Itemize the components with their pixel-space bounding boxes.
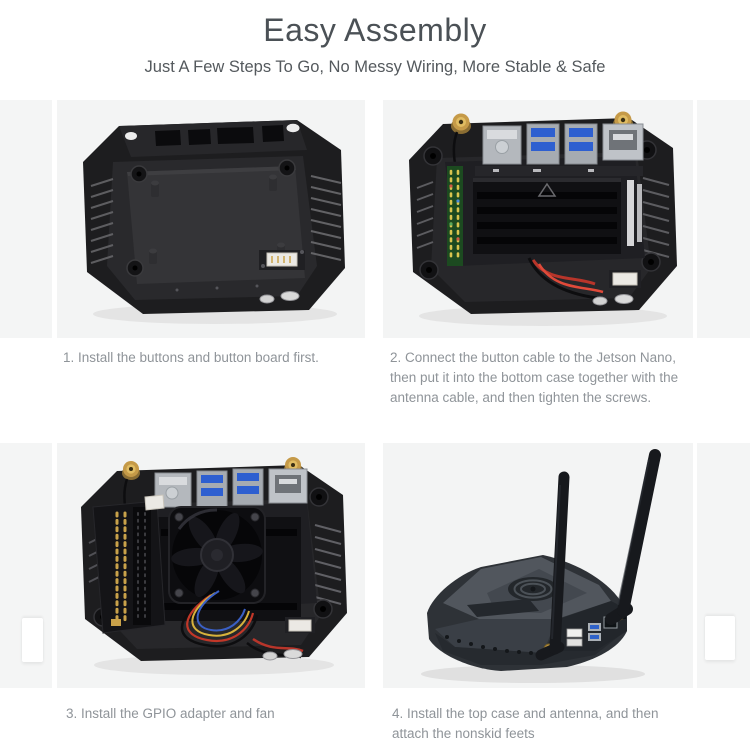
port-row — [154, 468, 308, 508]
front-vent-dots — [445, 635, 533, 655]
assembled-case-illustration — [421, 449, 661, 683]
step-photo-3 — [57, 443, 365, 688]
case-button — [592, 296, 608, 306]
antenna-right — [605, 449, 661, 625]
case-button — [259, 294, 275, 304]
fan-grille — [508, 577, 558, 601]
step-caption-1: 1. Install the buttons and button board … — [63, 350, 319, 365]
edge-card-left — [22, 618, 43, 662]
gpio-adapter-board — [92, 494, 166, 634]
step-caption-2: 2. Connect the button cable to the Jetso… — [390, 350, 679, 405]
port-row — [482, 123, 644, 165]
step-photo-2 — [383, 100, 693, 338]
heatsink — [473, 178, 621, 254]
case-button — [262, 651, 278, 661]
edge-card-right — [705, 616, 735, 660]
page-subtitle: Just A Few Steps To Go, No Messy Wiring,… — [144, 58, 606, 76]
case-button — [280, 291, 300, 301]
gpio-header — [447, 166, 463, 266]
step-caption-4: 4. Install the top case and antenna, and… — [392, 706, 659, 741]
case-button — [283, 649, 303, 659]
jetson-nano-in-case-illustration — [409, 111, 677, 326]
carousel-peek-left-top — [0, 100, 52, 338]
antenna-left — [535, 471, 570, 661]
empty-bottom-case-illustration — [83, 120, 345, 324]
step-caption-3: 3. Install the GPIO adapter and fan — [66, 706, 275, 721]
page-title: Easy Assembly — [263, 12, 487, 48]
step-photo-4 — [383, 443, 693, 688]
step-photo-1 — [57, 100, 365, 338]
gpio-adapter-fan-illustration — [81, 457, 347, 675]
button-cable-wires — [527, 257, 604, 300]
case-button — [614, 294, 634, 304]
carousel-peek-right-top — [697, 100, 750, 338]
cooling-fan — [168, 506, 266, 604]
fan-wires — [180, 590, 259, 648]
button-board — [259, 250, 305, 270]
